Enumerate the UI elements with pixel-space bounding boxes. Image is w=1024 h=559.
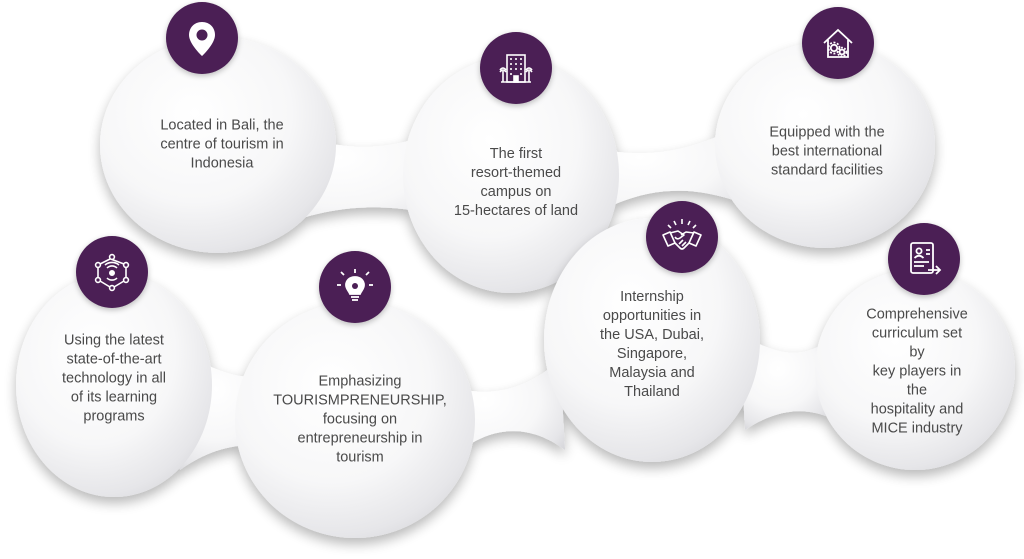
bubble-curriculum [815,270,1015,470]
house-gears-icon [802,7,874,79]
feature-text-facilities: Equipped with the best international sta… [769,124,885,179]
top-bubble-chain [100,37,935,293]
bubble-facilities [715,42,935,248]
bubble-technology [16,273,212,497]
feature-text-technology: Using the latest state-of-the-art techno… [62,332,166,425]
feature-text-location: Located in Bali, the centre of tourism i… [160,117,284,172]
map-pin-icon [166,2,238,74]
feature-text-campus: The first resort-themed campus on 15-hec… [453,146,579,219]
bubble-tourismpreneurship [235,302,475,538]
buildings-icon [480,32,552,104]
bubble-location [100,37,336,253]
feature-text-curriculum: Comprehensive curriculum set by key play… [866,306,968,437]
bottom-bubble-chain [16,218,1015,538]
feature-text-tourismpreneurship: Emphasizing TOURISMPRENEURSHIP, focusing… [273,373,447,466]
document-arrow-icon [888,223,960,295]
feature-text-internship: Internship opportunities in the USA, Dub… [600,289,704,400]
handshake-icon [646,201,718,273]
bottom-connector-3 [740,335,835,430]
bubble-internship [544,218,760,462]
network-icon [76,236,148,308]
bubble-campus [403,57,619,293]
lightbulb-icon [319,251,391,323]
